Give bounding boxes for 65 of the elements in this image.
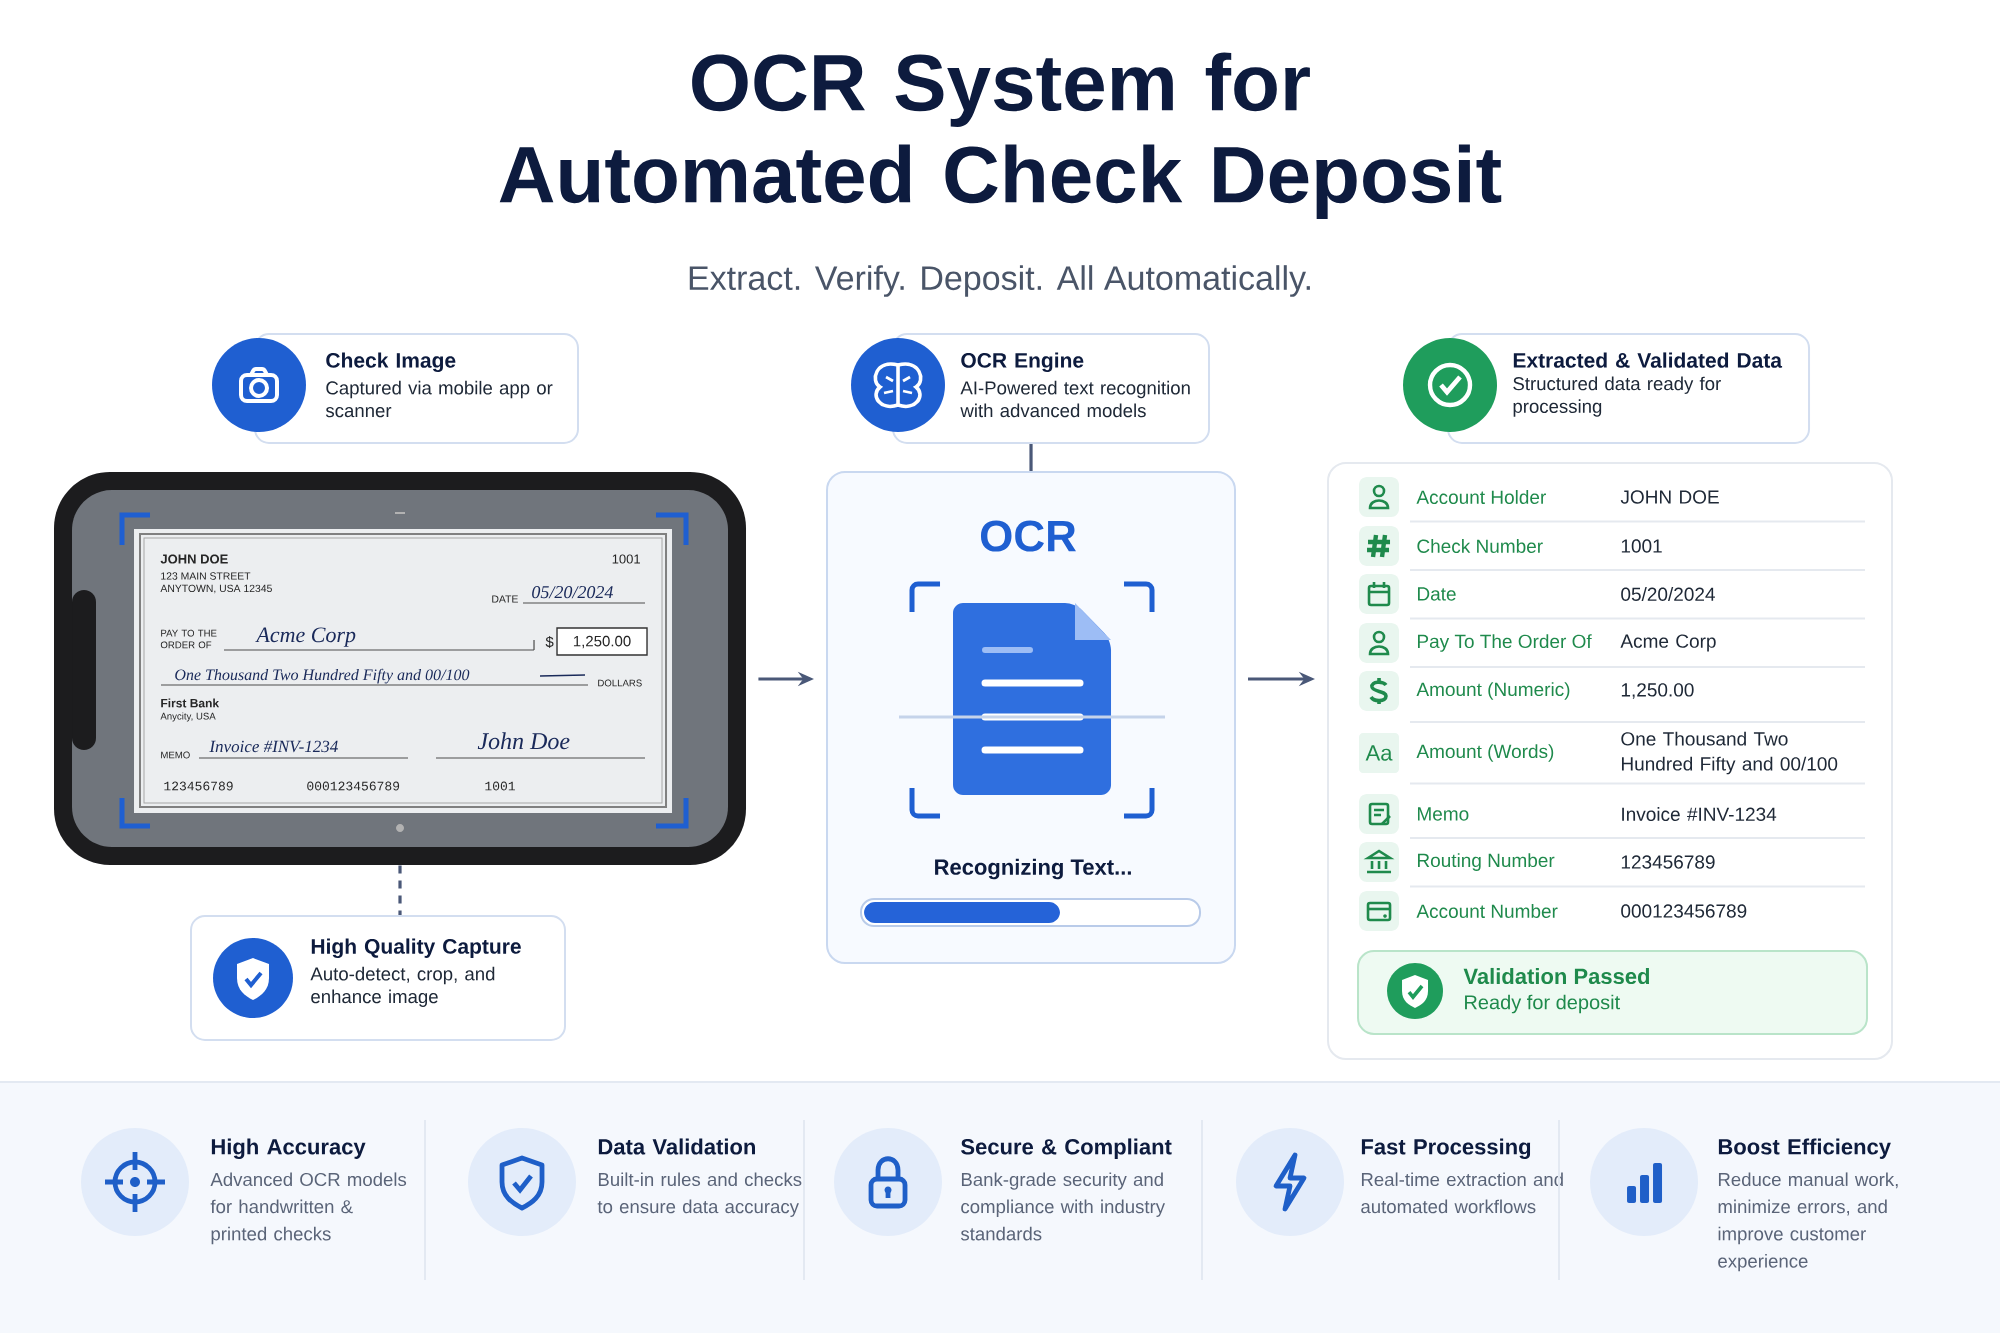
card-heading: High Quality Capture [311, 938, 521, 959]
phone-drawing [54, 472, 746, 865]
micr-number: 123456789 [164, 781, 233, 791]
field-name: Routing Number [1418, 853, 1555, 871]
connector-line [1029, 444, 1033, 471]
field-value: Invoice #INV-1234 [1622, 807, 1777, 821]
check-text: $ [545, 635, 554, 649]
field-name: Account Holder [1416, 490, 1546, 504]
check-text: MEMO [161, 751, 190, 759]
feature-heading: Boost Efficiency [1718, 1138, 1891, 1159]
field-name: Date [1418, 587, 1456, 601]
field-value: One Thousand Two Hundred Fifty and 00/100 [1621, 731, 1838, 775]
ocr-heading: OCR [980, 520, 1076, 552]
feature-heading: High Accuracy [211, 1138, 366, 1160]
check-text: DOLLARS [598, 679, 642, 687]
field-name: Account Number [1416, 904, 1558, 918]
card-text: AI-Powered text recognition with advanced models [960, 380, 1190, 418]
feature-text: Bank-grade security and compliance with industry standards [960, 1172, 1165, 1241]
card-heading: Check Image [326, 352, 456, 373]
check-text: 1001 [612, 554, 640, 564]
status-text: Recognizing Text... [935, 858, 1131, 880]
check-text: Anycity, USA [160, 712, 216, 722]
handwritten-text: One Thousand Two Hundred Fifty and 00/100 [175, 668, 470, 684]
field-value: 123456789 [1621, 855, 1715, 869]
field-value: JOHN DOE [1620, 490, 1719, 504]
handwritten-text: 05/20/2024 [532, 586, 613, 599]
field-name: Amount (Numeric) [1416, 682, 1570, 700]
micr-number: 000123456789 [307, 781, 400, 791]
validation-heading: Validation Passed [1463, 967, 1650, 985]
field-value: Acme Corp [1620, 634, 1716, 652]
feature-text: Advanced OCR models for handwritten & printed checks [210, 1172, 407, 1245]
micr-number: 1001 [485, 781, 515, 791]
card-heading: OCR Engine [961, 352, 1084, 373]
handwritten-text: Invoice #INV-1234 [209, 740, 338, 753]
feature-text: Reduce manual work, minimize errors, and improve customer experience [1718, 1172, 1898, 1272]
field-name: Pay To The Order Of [1418, 634, 1592, 652]
feature-heading: Secure & Compliant [961, 1138, 1172, 1159]
check-text: JOHN DOE [160, 554, 228, 564]
validation-text: Ready for deposit [1465, 994, 1620, 1014]
field-value: 1001 [1621, 539, 1662, 553]
feature-text: Real-time extraction and automated workflows [1361, 1172, 1563, 1214]
feature-heading: Data Validation [598, 1138, 755, 1155]
field-name: Check Number [1417, 539, 1543, 553]
card-text: Structured data ready for processing [1513, 376, 1721, 417]
handwritten-text: John Doe [477, 732, 570, 750]
field-value: 05/20/2024 [1621, 587, 1715, 601]
subtitle: Extract. Verify. Deposit. All Automatically. [689, 265, 1310, 297]
connector-line [398, 865, 402, 915]
field-value: 1,250.00 [1621, 683, 1694, 699]
check-text: DATE [492, 595, 518, 603]
handwritten-text: Acme Corp [255, 627, 356, 647]
card-heading: Extracted & Validated Data [1513, 352, 1783, 368]
field-name: Amount (Words) [1416, 744, 1554, 762]
check-text: PAY TO THE ORDER OF [160, 629, 217, 649]
field-value: 000123456789 [1621, 904, 1747, 918]
feature-heading: Fast Processing [1361, 1138, 1531, 1160]
card-text: Captured via mobile app or scanner [325, 380, 553, 418]
check-text: First Bank [161, 698, 220, 708]
card-text: Auto-detect, crop, and enhance image [310, 966, 495, 1007]
check-text: ANYTOWN, USA 12345 [160, 584, 272, 594]
check-text: 1,250.00 [573, 635, 631, 649]
feature-text: Built-in rules and checks to ensure data accuracy [597, 1172, 802, 1217]
check-text: 123 MAIN STREET [161, 572, 251, 580]
title: OCR System for Automated Check Deposit [499, 52, 1502, 219]
field-name: Memo [1418, 807, 1469, 821]
